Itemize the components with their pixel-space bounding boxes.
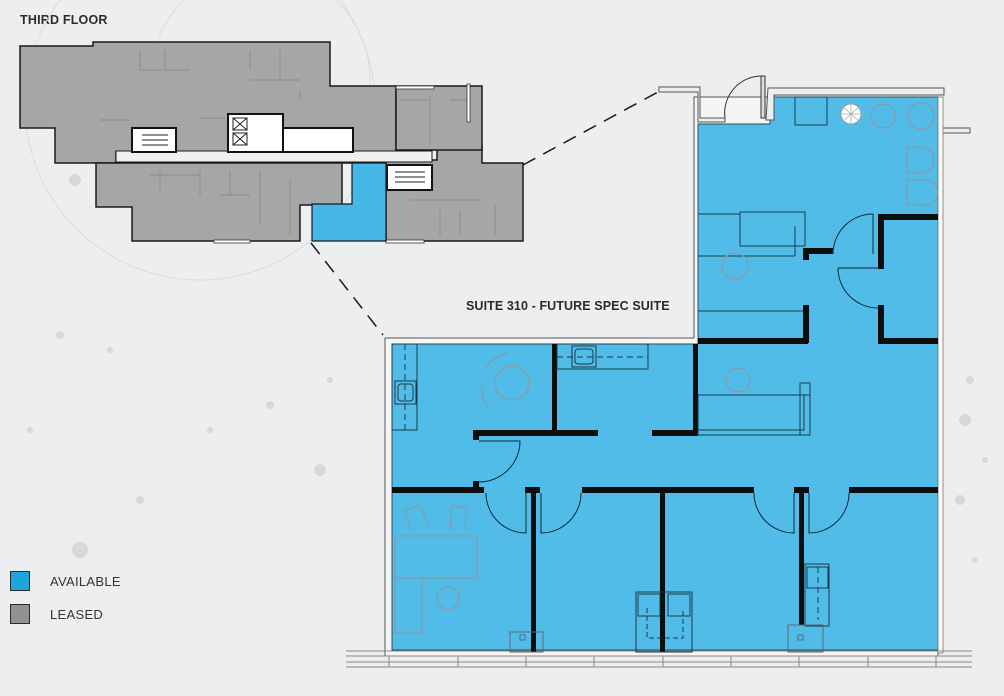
door-swing-icon: [753, 492, 795, 534]
chair-icon: [906, 146, 935, 174]
legend-label: LEASED: [50, 606, 104, 622]
legend-item-available: AVAILABLE: [10, 570, 121, 592]
floor-title: THIRD FLOOR: [20, 13, 108, 27]
suite-310-detail[interactable]: [346, 75, 972, 668]
interior-partitions: [100, 50, 496, 235]
door-swing-icon: [808, 492, 850, 534]
furniture: [394, 102, 939, 634]
suite-310-keyplan[interactable]: [311, 162, 387, 242]
interior-walls: [392, 214, 938, 652]
top-wall: [658, 86, 971, 134]
legend-label: AVAILABLE: [50, 573, 121, 589]
door-swing-icon: [485, 492, 527, 534]
door-swing-icon: [832, 213, 874, 255]
storage-box: [787, 624, 824, 653]
windows: [213, 83, 471, 244]
chair-icon: [449, 504, 467, 531]
door-swing-icon: [837, 267, 879, 309]
leased-swatch: [10, 604, 30, 624]
sink-icon: [571, 345, 597, 368]
sink-icon: [637, 593, 661, 617]
chair-icon: [725, 367, 751, 393]
chair-icon: [436, 586, 460, 610]
window-band: [346, 650, 972, 668]
chair-icon: [721, 252, 749, 280]
door-swing-icon: [540, 492, 582, 534]
reception-cabinet: [794, 96, 828, 126]
available-swatch: [10, 571, 30, 591]
plant-icon: [838, 101, 864, 127]
chair-icon: [906, 178, 939, 207]
decorative-dots: [27, 174, 988, 563]
round-table: [494, 365, 530, 401]
desk: [739, 211, 806, 247]
sink-icon: [394, 380, 417, 405]
callout-lines: [310, 91, 659, 336]
sink-icon: [667, 593, 691, 617]
stair-glyphs: [142, 117, 425, 183]
door-swing-icon: [478, 440, 521, 483]
side-table: [394, 577, 423, 634]
sink-counter: [635, 591, 693, 653]
meeting-table: [394, 535, 478, 579]
storage-box: [509, 631, 544, 653]
legend-item-leased: LEASED: [10, 603, 121, 625]
door-swings: [478, 213, 879, 534]
chair-icon: [404, 504, 429, 531]
entry-door: [724, 75, 766, 119]
right-exterior-wall: [937, 96, 944, 654]
sink-counter: [804, 563, 830, 627]
suite-label: SUITE 310 - FUTURE SPEC SUITE: [466, 299, 670, 313]
casework: [391, 96, 830, 653]
chair-icon: [907, 102, 935, 130]
legend: AVAILABLE LEASED: [10, 570, 121, 636]
chair-icon: [870, 103, 896, 129]
key-plan: [19, 41, 524, 244]
